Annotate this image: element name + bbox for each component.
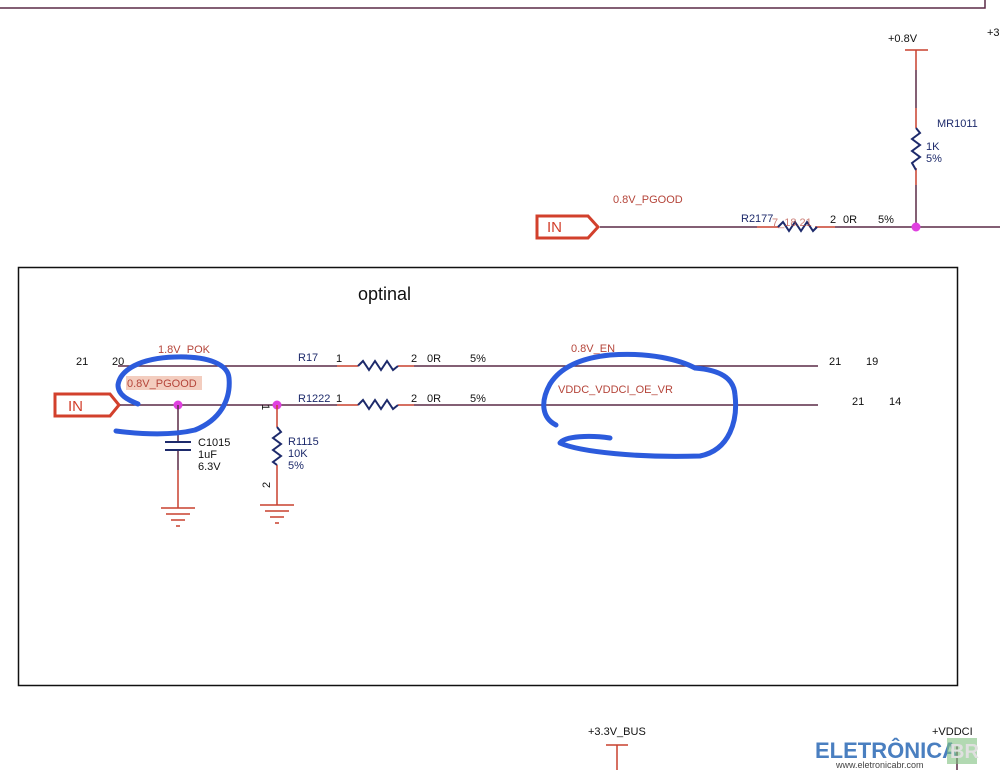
net-label-vddc-vddci-oe-vr: VDDC_VDDCI_OE_VR [558, 384, 673, 396]
r1115-ref: R1115 [288, 436, 319, 448]
left-pin-21: 21 [76, 356, 88, 368]
r17-pin1: 1 [336, 353, 342, 365]
mr1011-ref: MR1011 [937, 118, 978, 130]
r17-value: 0R [427, 353, 441, 365]
power-label-0v8: +0.8V [888, 33, 918, 45]
r2177-tol: 5% [878, 214, 894, 226]
r1222-ref: R1222 [298, 393, 330, 405]
resistor-r1222 [357, 398, 399, 411]
r1115-pin1: 1 [259, 404, 271, 410]
resistor-r17 [357, 359, 399, 372]
r1115-value: 10K [288, 448, 308, 460]
r2177-pin2: 2 [830, 214, 836, 226]
right-pin-19: 19 [866, 356, 878, 368]
watermark-logo: ELETRÔNICA BR www.eletronicabr.com [815, 738, 979, 770]
ground-icon [161, 507, 195, 527]
r2177-overlap-text: 7_18.21 [772, 217, 812, 229]
capacitor-c1015 [165, 441, 191, 451]
r17-ref: R17 [298, 352, 318, 364]
in-flag-box[interactable]: IN [53, 392, 121, 418]
r17-tol: 5% [470, 353, 486, 365]
in-flag-top[interactable]: IN [535, 214, 601, 240]
box-title: optinal [358, 284, 411, 304]
power-label-3v-partial: +3 [987, 27, 1000, 39]
r1222-pin1: 1 [336, 393, 342, 405]
c1015-voltage: 6.3V [198, 461, 221, 473]
in-flag-label: IN [68, 398, 83, 415]
junction-dot [911, 222, 921, 232]
sheet-border [0, 0, 986, 9]
resistor-r2177 [777, 220, 818, 233]
watermark-suffix: BR [950, 741, 979, 763]
in-flag-label: IN [547, 219, 562, 236]
annotation-circle-right [541, 351, 739, 459]
r1222-pin2: 2 [411, 393, 417, 405]
net-label-0v8-pgood-top: 0.8V_PGOOD [613, 194, 683, 206]
c1015-ref: C1015 [198, 437, 230, 449]
net-label-0v8-en: 0.8V_EN [571, 343, 615, 355]
r1222-tol: 5% [470, 393, 486, 405]
power-symbol-3v3-bus [606, 744, 628, 770]
c1015-value: 1uF [198, 449, 217, 461]
r17-pin2: 2 [411, 353, 417, 365]
mr1011-value: 1K [926, 141, 940, 153]
r1115-tol: 5% [288, 460, 304, 472]
right-pin-14: 14 [889, 396, 901, 408]
power-label-vddci: +VDDCI [932, 726, 973, 738]
ground-icon [260, 504, 294, 524]
resistor-mr1011 [910, 127, 922, 171]
net-label-1v8-pok: 1.8V_POK [158, 344, 211, 356]
left-pin-20: 20 [112, 356, 124, 368]
power-symbol-0v8 [905, 49, 928, 70]
net-label-0v8-pgood: 0.8V_PGOOD [127, 378, 197, 390]
resistor-r1115 [271, 426, 283, 466]
annotation-circle-left [113, 354, 232, 437]
r2177-value: 0R [843, 214, 857, 226]
r1222-value: 0R [427, 393, 441, 405]
r2177-ref: R2177 [741, 213, 773, 225]
watermark-url: www.eletronicabr.com [835, 760, 924, 770]
power-label-3v3-bus: +3.3V_BUS [588, 726, 646, 738]
r1115-pin2: 2 [261, 482, 273, 488]
right-pin-21-top: 21 [829, 356, 841, 368]
net-highlight [126, 376, 202, 390]
watermark-brand: ELETRÔNICA [815, 738, 958, 763]
mr1011-tol: 5% [926, 153, 942, 165]
optional-box [17, 266, 959, 687]
right-pin-21-bottom: 21 [852, 396, 864, 408]
